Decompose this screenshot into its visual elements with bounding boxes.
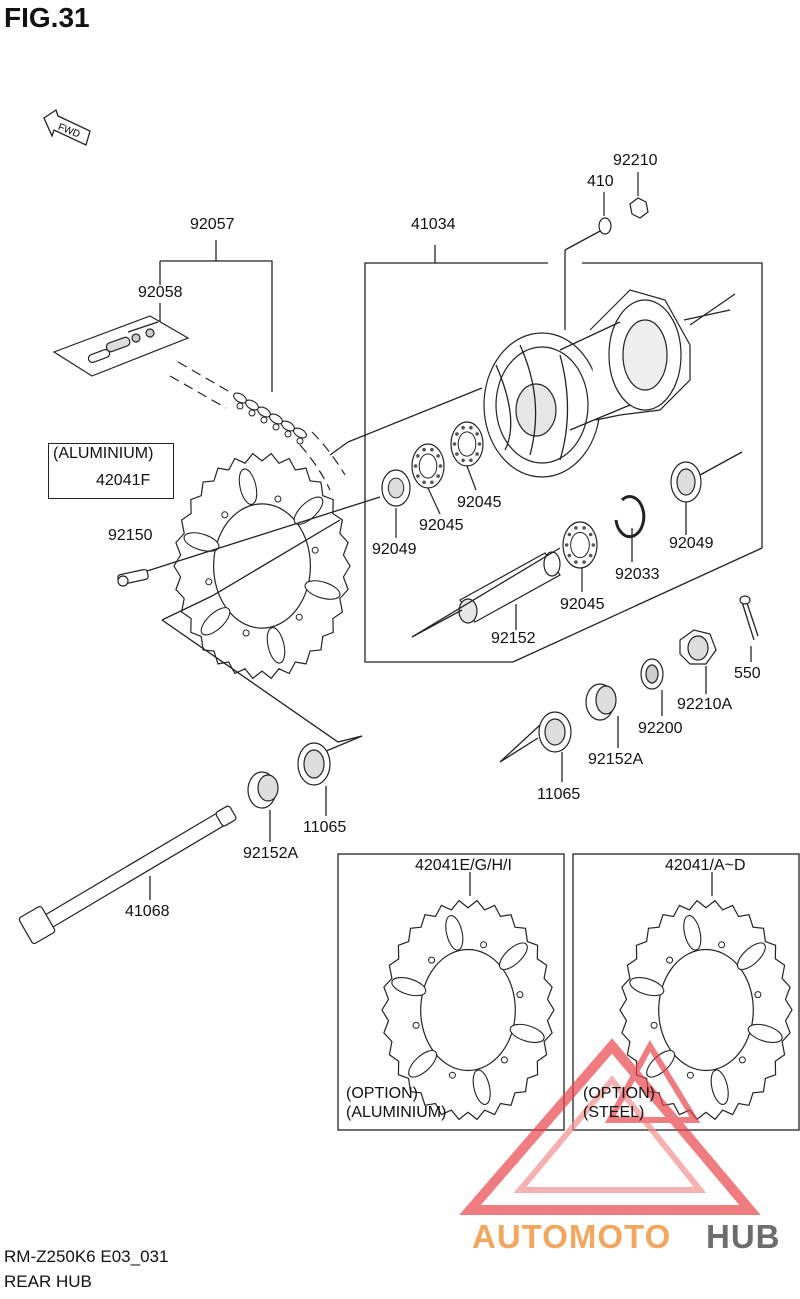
option-steel-part: 42041/A~D [665,857,746,874]
hub-assembly-outline [364,245,763,663]
part-label-92210: 92210 [613,152,658,169]
axle-nut [679,629,717,694]
hub-bearings [381,172,649,592]
drive-chain [169,361,346,491]
dust-seal-right [499,711,572,782]
part-label-92045-b: 92045 [419,517,464,534]
watermark-text-right: HUB [706,1218,781,1255]
rear-hub-body [483,229,736,478]
part-label-92152A-b: 92152A [243,845,299,862]
oil-seal-right [670,451,743,535]
part-label-92045-a: 92045 [457,494,502,511]
part-label-41068: 41068 [125,903,170,920]
chain-bracket [159,240,273,392]
part-label-92150: 92150 [108,527,153,544]
part-label-92049-b: 92049 [669,535,714,552]
dust-seal-left [297,742,331,816]
spacer-left [247,771,279,842]
option-aluminium-part: 42041E/G/H/I [415,857,512,874]
part-label-92058: 92058 [138,284,183,301]
option-steel-note2: (STEEL) [583,1104,645,1121]
part-label-92049-a: 92049 [372,541,417,558]
option-box-aluminium [337,853,565,1131]
rear-axle [18,805,237,944]
sprocket-bolt [117,496,381,587]
part-label-92045-c: 92045 [560,596,605,613]
part-label-410: 410 [587,173,614,190]
part-label-42041F: 42041F [96,472,151,489]
axle-washer [640,658,664,716]
figure-name: REAR HUB [4,1272,92,1291]
axle-centerline [329,387,483,456]
part-label-41034: 41034 [411,216,456,233]
fwd-arrow-icon: FWD [43,108,91,146]
part-label-92210A: 92210A [677,696,733,713]
figure-title: FIG.31 [4,2,90,33]
hub-spacer-tube [411,547,561,638]
spacer-right [585,683,619,748]
option-steel-note1: (OPTION) [583,1085,655,1102]
part-label-92033: 92033 [615,566,660,583]
part-label-11065-b: 11065 [303,819,347,836]
option-aluminium-note1: (OPTION) [346,1085,418,1102]
option-aluminium-note2: (ALUMINIUM) [346,1104,447,1121]
watermark-text-left: AUTOMOTO [472,1218,672,1255]
watermark-logo-triangle [459,1038,761,1215]
part-label-11065-a: 11065 [537,786,581,803]
cotter-pin [739,595,759,662]
part-label-92152A-a: 92152A [588,751,644,768]
part-label-92057: 92057 [190,216,235,233]
part-label-92200: 92200 [638,720,683,737]
circlip [614,495,646,562]
aluminium-note: (ALUMINIUM) [53,445,154,462]
model-code: RM-Z250K6 E03_031 [4,1247,169,1266]
master-link-kit [52,315,190,377]
part-label-550: 550 [734,665,761,682]
aluminium-callout-box [48,443,174,499]
part-label-92152: 92152 [491,630,536,647]
